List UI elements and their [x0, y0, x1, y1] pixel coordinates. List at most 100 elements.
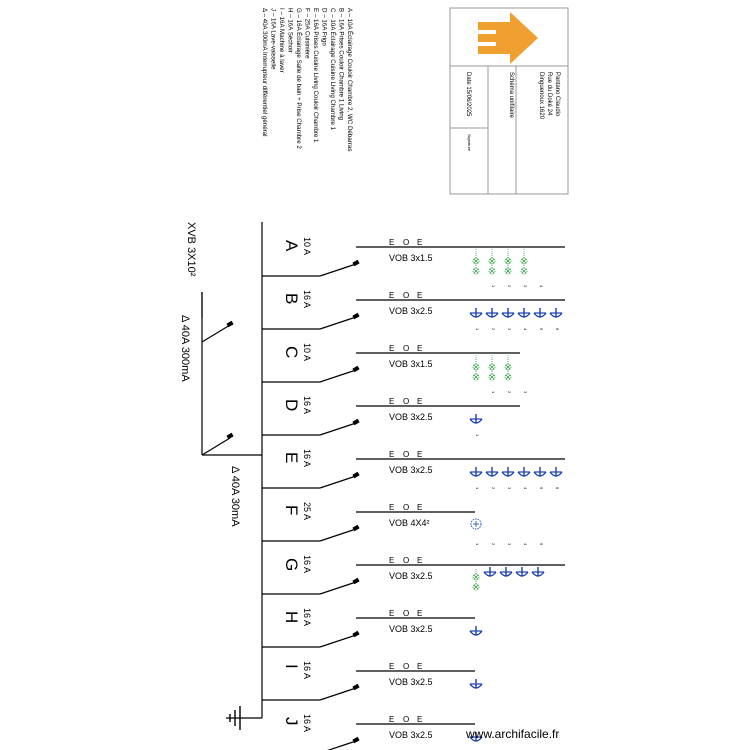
secondary-rcd-contact [226, 432, 234, 440]
circuit-rating: 16 A [302, 661, 312, 679]
socket-icon [515, 567, 529, 577]
wire-marker: E [417, 503, 422, 512]
wire-marker: E [417, 238, 422, 247]
legend-line: G – 16A Éclairage Salle de bain + Prise … [295, 8, 302, 149]
drawing-date: Date 15/06/2025 [465, 72, 471, 117]
lamp-icon [505, 258, 511, 264]
breaker-contact [352, 577, 360, 585]
circuit-rating: 16 A [302, 555, 312, 573]
lamp-icon [488, 373, 496, 381]
point-number: 5 [539, 328, 544, 331]
lamp-icon [488, 263, 496, 275]
point-number: 2 [507, 285, 512, 288]
secondary-rcd-label: Δ 40A 30mA [229, 466, 241, 527]
wire-marker: E [389, 397, 394, 406]
lamp-icon [504, 267, 512, 275]
lamp-icon [472, 569, 480, 581]
socket-icon [485, 467, 499, 477]
point-number: 1 [475, 434, 480, 437]
circuit-cable-label: VOB 3x2.5 [389, 677, 433, 687]
circuit-rating: 16 A [302, 449, 312, 467]
owner-name: Pantano Claudio [554, 72, 560, 117]
point-number: 1 [475, 328, 480, 331]
point-number: 6 [555, 487, 560, 490]
circuit-legend: A – 10A Éclairage Couloir Chambre 2, WC … [261, 8, 353, 151]
breaker-blade [319, 316, 357, 330]
circuit-cable-label: VOB 3x2.5 [389, 412, 433, 422]
lamp-icon [520, 267, 528, 275]
wire-marker: O [403, 238, 409, 247]
circuit-rating: 16 A [302, 290, 312, 308]
point-number: 5 [539, 487, 544, 490]
wire-marker: O [403, 715, 409, 724]
wire-marker: E [417, 715, 422, 724]
lamp-icon [472, 267, 480, 275]
point-number: 3 [507, 487, 512, 490]
legend-line: F – 25A Cuisinière [304, 8, 311, 59]
circuit-rating: 16 A [302, 396, 312, 414]
breaker-blade [327, 740, 357, 750]
point-number: 4 [539, 285, 544, 288]
socket-icon [549, 308, 563, 318]
lamp-icon [473, 258, 479, 264]
lamp-icon [505, 268, 511, 274]
lamp-icon [489, 364, 495, 370]
legend-line: H – 16A Séchoir [287, 8, 294, 53]
lamp-icon [489, 258, 495, 264]
lamp-icon [504, 359, 512, 371]
circuit-rating: 25 A [302, 502, 312, 520]
owner-street: Rue du Doké 24 [546, 72, 552, 116]
watermark[interactable]: www.archifacile.fr [466, 727, 560, 741]
socket-icon [531, 567, 545, 577]
breaker-contact [352, 259, 360, 267]
wire-marker: E [389, 238, 394, 247]
lamp-icon [472, 263, 480, 275]
lamp-icon [488, 253, 496, 265]
breaker-blade [319, 634, 357, 648]
breaker-contact [352, 312, 360, 320]
circuit-letter: A [282, 240, 301, 252]
socket-icon [483, 567, 497, 577]
breaker-blade [319, 581, 357, 595]
lamp-icon [521, 268, 527, 274]
wire-marker: O [403, 291, 409, 300]
socket-icon [469, 679, 483, 689]
legend-line: J – 16A Lave-vaisselle [270, 8, 277, 70]
circuit-letter: D [282, 399, 301, 411]
breaker-blade [319, 687, 357, 701]
wire-marker: E [389, 344, 394, 353]
wire-marker: E [389, 556, 394, 565]
wire-marker: E [417, 662, 422, 671]
breaker-contact [352, 736, 360, 744]
breaker-contact [352, 471, 360, 479]
point-number: 3 [523, 285, 528, 288]
wire-marker: O [403, 503, 409, 512]
wire-marker: E [417, 609, 422, 618]
breaker-contact [352, 630, 360, 638]
circuit-letter: E [282, 452, 301, 463]
socket-icon [469, 626, 483, 636]
wire-marker: E [389, 662, 394, 671]
legend-line: B – 16A Prises Couloir Chambre 1 Living [338, 8, 345, 121]
legend-line: D – 16A Frigo [321, 8, 328, 46]
circuit-cable-label: VOB 3x2.5 [389, 306, 433, 316]
drawing-type: Schéma unifilaire [508, 72, 514, 119]
wire-marker: O [403, 450, 409, 459]
circuit-cable-label: VOB 3x1.5 [389, 359, 433, 369]
point-number: 4 [523, 487, 528, 490]
supply-cable-label: XVB 3X10² [185, 222, 197, 277]
wire-marker: E [389, 450, 394, 459]
socket-icon [469, 732, 483, 742]
socket-icon [499, 567, 513, 577]
lamp-icon [473, 584, 479, 590]
circuit-rating: 10 A [302, 343, 312, 361]
